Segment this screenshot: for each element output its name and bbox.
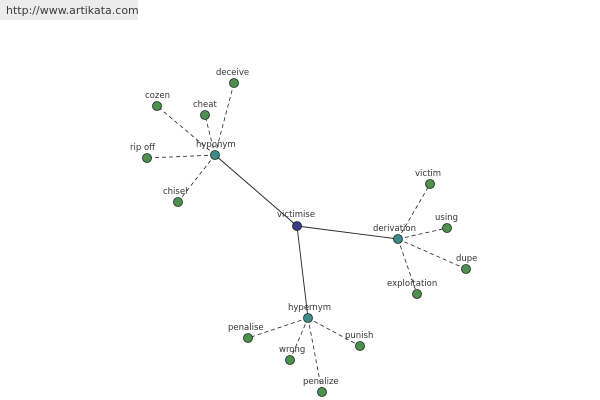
edge-derivation-victim: [397, 183, 431, 240]
site-url[interactable]: http://www.artikata.com: [0, 0, 139, 20]
leaf-node-victim[interactable]: [425, 179, 435, 189]
edge-victimise-hyponym: [214, 154, 298, 227]
leaf-node-exploitation[interactable]: [412, 289, 422, 299]
relation-label-derivation[interactable]: derivation: [373, 224, 416, 234]
leaf-node-using[interactable]: [442, 223, 452, 233]
edge-hyponym-chisel: [177, 154, 216, 203]
leaf-node-wrong[interactable]: [285, 355, 295, 365]
leaf-label-penalize[interactable]: penalize: [303, 377, 339, 387]
leaf-label-using[interactable]: using: [435, 213, 458, 223]
edge-hyponym-rip-off: [146, 154, 216, 159]
leaf-label-wrong[interactable]: wrong: [279, 345, 305, 355]
graph-nodes: [142, 78, 471, 397]
root-node-victimise[interactable]: [292, 221, 302, 231]
edge-hypernym-penalize: [307, 317, 323, 393]
leaf-node-penalise[interactable]: [243, 333, 253, 343]
leaf-label-deceive[interactable]: deceive: [216, 68, 249, 78]
leaf-label-punish[interactable]: punish: [345, 331, 373, 341]
leaf-label-rip-off[interactable]: rip off: [130, 143, 156, 153]
relation-node-hyponym[interactable]: [210, 150, 220, 160]
leaf-label-dupe[interactable]: dupe: [456, 254, 477, 264]
relation-node-derivation[interactable]: [393, 234, 403, 244]
leaf-node-chisel[interactable]: [173, 197, 183, 207]
edge-victimise-hypernym: [296, 225, 309, 319]
leaf-label-exploitation[interactable]: exploitation: [387, 279, 437, 289]
edge-derivation-exploitation: [397, 238, 418, 295]
edge-derivation-dupe: [397, 238, 467, 270]
leaf-node-dupe[interactable]: [461, 264, 471, 274]
leaf-node-deceive[interactable]: [229, 78, 239, 88]
leaf-node-penalize[interactable]: [317, 387, 327, 397]
leaf-node-punish[interactable]: [355, 341, 365, 351]
edge-hyponym-deceive: [214, 82, 235, 156]
edge-hyponym-cozen: [156, 105, 216, 156]
relation-node-hypernym[interactable]: [303, 313, 313, 323]
edge-victimise-derivation: [296, 225, 399, 240]
edge-hypernym-punish: [307, 317, 361, 347]
relation-label-hypernym[interactable]: hypernym: [288, 303, 331, 313]
leaf-node-cheat[interactable]: [200, 110, 210, 120]
relation-label-hyponym[interactable]: hyponym: [196, 140, 236, 150]
root-label-victimise[interactable]: victimise: [277, 210, 315, 220]
leaf-node-cozen[interactable]: [152, 101, 162, 111]
leaf-label-cozen[interactable]: cozen: [145, 91, 170, 101]
graph-edges: [146, 82, 467, 393]
leaf-node-rip-off[interactable]: [142, 153, 152, 163]
leaf-label-cheat[interactable]: cheat: [193, 100, 217, 110]
graph-labels: victimise hyponym derivation hypernym deceiv…: [130, 68, 477, 387]
edge-derivation-using: [397, 227, 448, 240]
leaf-label-penalise[interactable]: penalise: [228, 323, 264, 333]
edge-hypernym-penalise: [247, 317, 309, 339]
leaf-label-chisel[interactable]: chisel: [163, 187, 187, 197]
edge-hypernym-wrong: [289, 317, 309, 361]
leaf-label-victim[interactable]: victim: [415, 169, 441, 179]
